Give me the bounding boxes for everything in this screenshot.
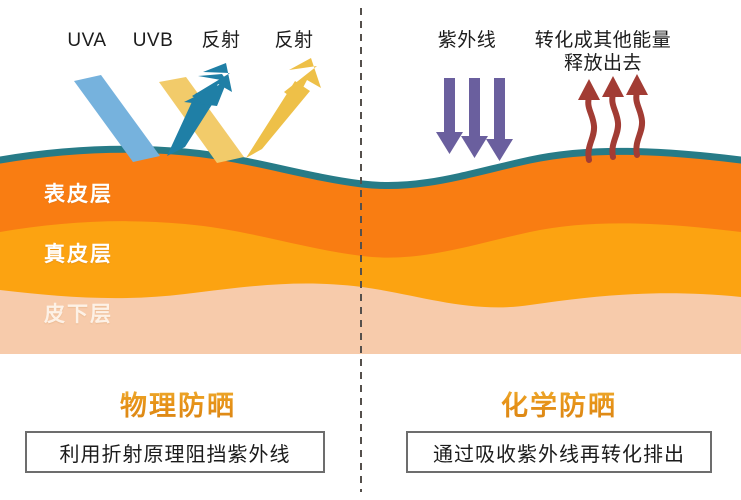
- uv-down-arrow-3: [486, 78, 513, 161]
- uv-down-arrow-2: [461, 78, 488, 158]
- section-title-chemical: 化学防晒: [466, 384, 652, 423]
- section-title-physical: 物理防晒: [85, 384, 271, 423]
- label-ultraviolet: 紫外线: [437, 30, 497, 51]
- label-energy-converted-line2: 释放出去: [563, 53, 642, 74]
- uv-down-arrow-1: [436, 78, 463, 154]
- label-energy-converted-line1: 转化成其他能量: [534, 30, 672, 51]
- skin-layer-label-subcutaneous: 皮下层: [44, 303, 113, 326]
- label-reflect-2: 反射: [274, 30, 314, 51]
- skin-layer-label-epidermis: 表皮层: [44, 183, 113, 206]
- energy-wavy-arrow-2: [602, 76, 624, 160]
- reflection-arrow-teal: [167, 63, 232, 156]
- caption-box-chemical: 通过吸收紫外线再转化排出: [406, 431, 712, 473]
- label-uva: UVA: [67, 30, 107, 51]
- energy-wavy-arrow-1: [578, 79, 600, 163]
- skin-layer-epidermis: [0, 149, 741, 258]
- caption-box-physical: 利用折射原理阻挡紫外线: [25, 431, 325, 473]
- label-uvb: UVB: [132, 30, 174, 51]
- uva-incoming-beam: [74, 75, 160, 162]
- energy-wavy-arrow-3: [626, 74, 648, 158]
- reflection-arrow-gold: [246, 58, 321, 158]
- label-reflect-1: 反射: [201, 30, 241, 51]
- skin-layer-label-dermis: 真皮层: [44, 243, 113, 266]
